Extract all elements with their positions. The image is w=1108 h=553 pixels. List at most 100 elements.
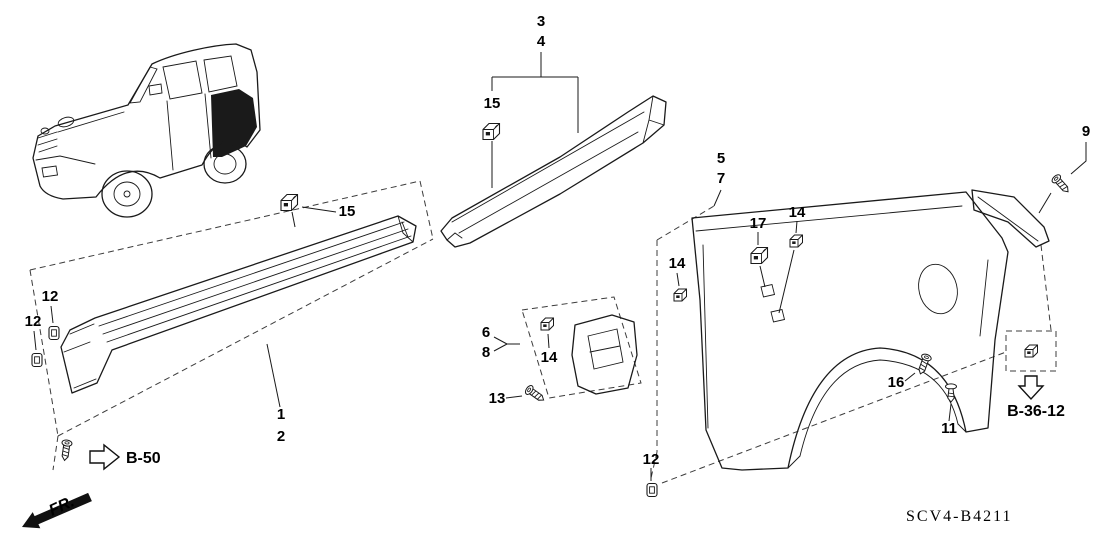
wheel-arch-flare [799,359,959,457]
trim-clip-icon [789,234,803,248]
callout-6: 6 [482,324,490,341]
leader-line [713,189,722,207]
hood-seam [57,111,125,133]
rear-door-window [203,55,238,93]
callout-12: 12 [25,313,42,330]
bracket-assembly-section: 6 8 14 13 [482,296,642,407]
fog-light [40,127,50,135]
leader-line [50,305,54,324]
callout-2: 2 [277,428,285,445]
trim-clip-icon [540,317,554,331]
trim-clip-icon [280,193,299,212]
callout-12: 12 [42,288,59,305]
license-plate [41,165,59,178]
leader-line [904,372,916,382]
front-wheel-rim [113,181,141,207]
rear-wheel-rim [213,153,237,175]
leader-line [778,220,798,314]
bracket-part-slot [587,328,624,370]
leader-line [1038,142,1087,214]
grommet-icon [31,352,43,368]
sill-boundary-dashed [29,180,434,471]
pillar-garnish-crease [977,196,1039,242]
mounting-tabs [760,283,786,323]
quarter-panel-section: 5 7 14 17 14 16 11 9 12 B-36-12 [643,123,1090,498]
rear-wheel [203,144,247,184]
front-wheel [101,170,153,218]
windshield [129,66,158,104]
quarter-boundary-dashed [650,205,1052,484]
quarter-panel-creases [695,205,989,469]
headlight [57,116,75,128]
leader-line [547,333,550,349]
leader-line [676,272,680,287]
brace-lines [493,336,520,352]
trim-clip-icon [1024,344,1038,358]
callout-3: 3 [537,13,545,30]
leader-line [33,330,37,351]
bracket-boundary-dashed [521,296,642,399]
door-seams [166,93,212,171]
leader-line [266,343,281,408]
grommet-icon [646,482,658,498]
ref-b36-12-label[interactable]: B-36-12 [1007,403,1065,420]
callout-14: 14 [669,255,686,272]
outer-sill-outline [440,95,667,248]
callout-17: 17 [750,215,767,232]
front-marker-label: FR. [47,493,78,519]
grille-lines [37,131,58,153]
vehicle-black-cargo-panel [211,89,257,157]
screw-icon [59,438,73,462]
front-wheel-hub [123,190,131,198]
vehicle-illustration [32,43,261,218]
bracket-lines [491,52,579,133]
pillar-garnish-outline [971,189,1050,248]
callout-14: 14 [541,349,558,366]
front-direction-arrow-icon [22,492,92,529]
trim-clip-icon [482,122,501,141]
push-rivet-icon [945,383,957,403]
callout-13: 13 [489,390,506,407]
leader-line [757,232,766,288]
grommet-icon [48,325,60,341]
callout-1: 1 [277,406,285,423]
callout-8: 8 [482,344,490,361]
sill-garnish-ribs [98,221,412,343]
leader-line [948,403,952,422]
front-bumper-line [35,155,96,165]
side-mirror [148,83,163,96]
b50-arrow-icon [89,443,121,471]
screw-icon [1050,172,1073,196]
diagram-code: SCV4-B4211 [906,508,1013,525]
sill-garnish-outline [60,215,417,394]
sill-end-cap-lines [63,215,414,389]
b36-12-arrow-icon [1017,375,1045,401]
screw-icon [523,383,547,405]
outer-sill-garnish-section: 3 4 15 [440,13,667,248]
trim-clip-icon [673,288,687,302]
callout-15: 15 [484,95,501,112]
front-door-window [162,60,203,100]
b36-12-dashed-box [1005,330,1057,372]
vehicle-body-outline [32,43,261,200]
callout-12: 12 [643,451,660,468]
callout-9: 9 [1082,123,1090,140]
leader-line [505,395,523,399]
callout-7: 7 [717,170,725,187]
side-sill-garnish-section: 15 12 12 1 2 B-50 [25,180,434,471]
leader-line [291,206,337,228]
quarter-panel-outline [691,191,1009,471]
fuel-filler-opening [918,263,958,315]
callout-4: 4 [537,33,546,50]
trim-clip-icon [750,246,769,265]
callout-14: 14 [789,204,806,221]
bracket-part-outline [571,314,638,395]
ref-b50-label[interactable]: B-50 [126,450,161,467]
callout-15: 15 [339,203,356,220]
outer-sill-ribs [446,95,665,241]
front-direction-marker: FR. [22,492,92,529]
callout-11: 11 [941,420,957,437]
callout-16: 16 [888,374,905,391]
